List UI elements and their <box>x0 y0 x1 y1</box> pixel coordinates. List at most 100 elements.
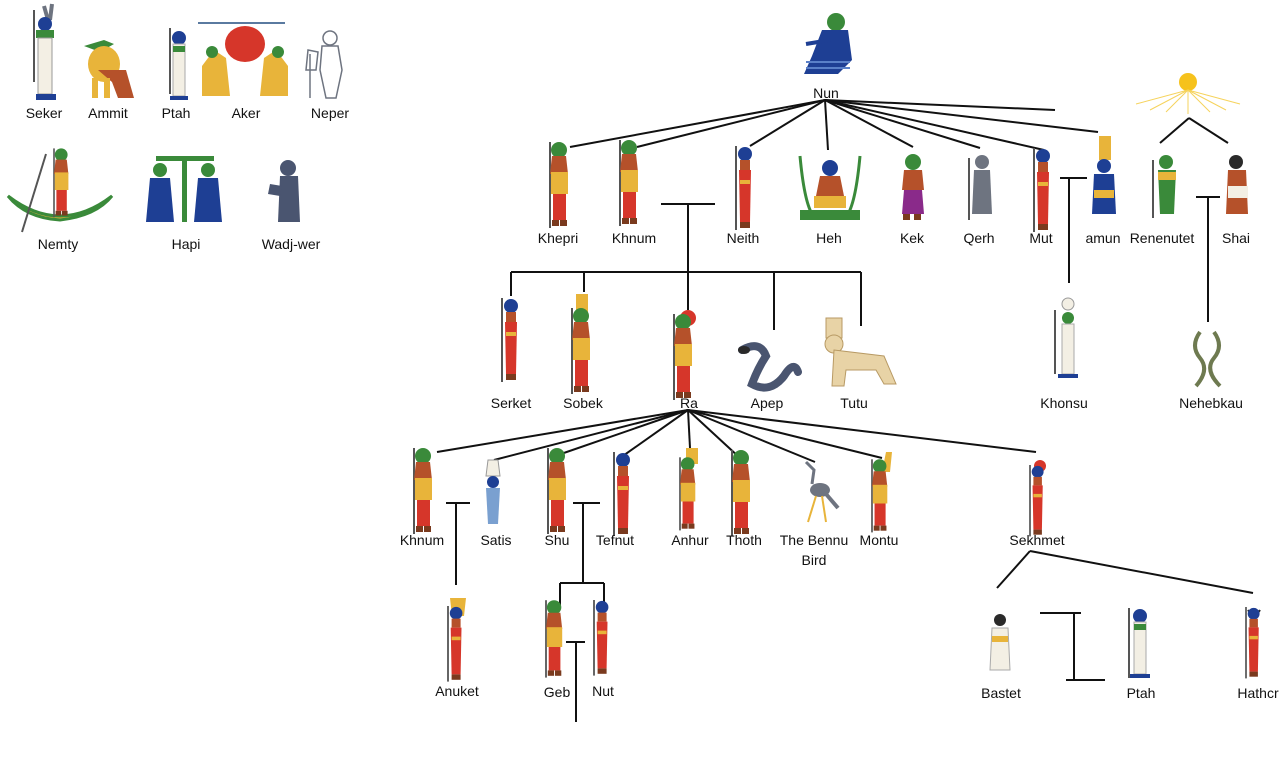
deity-label: Renenutet <box>1130 230 1195 246</box>
deity-apep: Apep <box>738 342 802 411</box>
deity-label: Tefnut <box>596 532 634 548</box>
kneeling-water-god-icon <box>804 13 852 74</box>
crocodile-headed-god-icon <box>571 294 590 394</box>
twin-serpent-icon <box>1193 330 1222 388</box>
deity-label: Mut <box>1029 230 1052 246</box>
deity-label: Neith <box>727 230 760 246</box>
deity-ra: Ra <box>673 310 698 411</box>
deity-label: Hathcr <box>1237 685 1279 701</box>
deity-nun: Nun <box>804 13 852 101</box>
deity-wadjwer: Wadj-wer <box>262 160 321 252</box>
deity-label: Heh <box>816 230 842 246</box>
deity-label: Sekhmet <box>1009 532 1064 548</box>
deity-sekhmet: Sekhmet <box>1009 460 1065 548</box>
deity-label: Ammit <box>88 105 128 121</box>
twin-nile-gods-icon <box>146 156 222 222</box>
deity-serket: Serket <box>491 298 532 411</box>
vulture-goddess-icon <box>1033 148 1050 232</box>
deity-ptah-lower: Ptah <box>1127 608 1156 701</box>
deity-ammit: Ammit <box>84 40 134 121</box>
deity-qerh: Qerh <box>963 155 995 246</box>
scarab-headed-god-icon <box>549 142 568 228</box>
mummiform-god-icon <box>1128 608 1150 678</box>
deity-label: Aker <box>232 105 261 121</box>
serpent-icon <box>738 342 802 392</box>
deity-tefnut: Tefnut <box>596 452 634 548</box>
lioness-sun-goddess-icon <box>1029 460 1046 537</box>
deity-label: Shai <box>1222 230 1250 246</box>
sky-goddess-icon <box>593 600 609 676</box>
lioness-goddess-icon <box>613 452 630 536</box>
deity-label: Montu <box>860 532 899 548</box>
goose-crown-god-icon <box>545 600 563 678</box>
deity-label: Qerh <box>963 230 994 246</box>
deity-label: Serket <box>491 395 532 411</box>
deity-label: The Bennu <box>780 532 849 548</box>
deity-aker: Aker <box>198 22 288 121</box>
deity-renenutet: Renenutet <box>1130 155 1195 246</box>
deity-neper: Neper <box>305 30 349 121</box>
deity-label: Apep <box>751 395 784 411</box>
sea-god-icon <box>268 160 300 222</box>
deity-label: Ptah <box>1127 685 1156 701</box>
deity-nut: Nut <box>592 600 614 699</box>
deity-label: Khnum <box>612 230 656 246</box>
deity-mut: Mut <box>1029 148 1053 246</box>
tree-connectors <box>436 99 1254 722</box>
deity-label: Hapi <box>172 236 201 252</box>
feather-god-icon <box>547 448 566 534</box>
deity-thoth: Thoth <box>726 450 762 548</box>
deity-label: Satis <box>480 532 511 548</box>
deity-bastet: Bastet <box>981 614 1021 701</box>
deity-ptah-top: Ptah <box>162 28 190 121</box>
deity-anuket: Anuket <box>435 598 479 699</box>
ferryman-boat-icon <box>6 148 114 233</box>
deity-label-line2: Bird <box>802 552 827 568</box>
heron-bird-icon <box>804 460 840 523</box>
deity-shu: Shu <box>545 448 570 548</box>
mummiform-god-icon <box>169 28 188 100</box>
deity-label: Anuket <box>435 683 479 699</box>
deity-label: Kek <box>900 230 925 246</box>
serpent-headed-god-icon <box>968 155 992 220</box>
plumed-amun-icon <box>1092 136 1116 214</box>
scorpion-goddess-icon <box>501 298 518 382</box>
deity-nehebkau: Nehebkau <box>1179 330 1243 411</box>
deity-label: Nun <box>813 85 839 101</box>
sphinx-lion-icon <box>824 317 897 387</box>
grain-god-icon <box>305 30 343 99</box>
deity-anhur: Anhur <box>671 448 709 548</box>
deity-label: Tutu <box>840 395 868 411</box>
deity-label: Khonsu <box>1040 395 1087 411</box>
cow-horned-goddess-icon <box>1245 607 1261 679</box>
deity-label: Wadj-wer <box>262 236 321 252</box>
cat-goddess-icon <box>989 614 1011 671</box>
deity-label: amun <box>1085 230 1120 246</box>
twin-lions-sun-icon <box>198 22 288 96</box>
deity-tutu: Tutu <box>824 317 897 411</box>
deity-label: Thoth <box>726 532 762 548</box>
goddess-red-crown-icon <box>735 146 752 230</box>
ram-headed-god-icon <box>619 140 638 226</box>
deity-sobek: Sobek <box>563 294 604 411</box>
deity-neith: Neith <box>727 146 760 246</box>
deity-label: Sobek <box>563 395 604 411</box>
deity-label: Neper <box>311 105 349 121</box>
radiant-sun-icon <box>1135 73 1241 114</box>
deity-label: Khepri <box>538 230 578 246</box>
deity-khepri: Khepri <box>538 142 578 246</box>
goddess-white-crown-icon <box>485 459 501 524</box>
deity-montu: Montu <box>860 452 899 548</box>
deity-khnum-upper: Khnum <box>612 140 656 246</box>
deity-heh: Heh <box>798 155 862 246</box>
plumed-warrior-god-icon <box>679 448 698 531</box>
deity-label: Nut <box>592 683 614 699</box>
deity-label: Seker <box>26 105 63 121</box>
deity-label: Shu <box>545 532 570 548</box>
frog-headed-god-icon <box>902 154 924 220</box>
plumed-goddess-icon <box>447 598 466 682</box>
deity-bennu: The Bennu Bird <box>780 460 849 568</box>
deity-nemty: Nemty <box>6 148 114 252</box>
deity-label: Bastet <box>981 685 1021 701</box>
deity-label: Nemty <box>38 236 78 252</box>
